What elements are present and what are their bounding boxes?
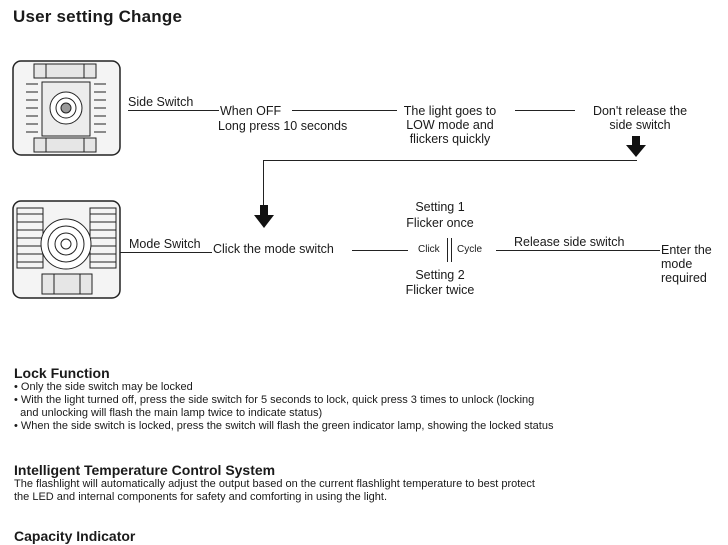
cycle-bracket xyxy=(447,238,448,262)
return-line xyxy=(263,160,264,205)
capacity-heading: Capacity Indicator xyxy=(14,528,136,544)
setting-2-text: Setting 2 xyxy=(415,268,465,282)
connector-line xyxy=(515,110,575,111)
mode-switch-device-illustration xyxy=(12,200,121,299)
cycle-text: Cycle xyxy=(457,244,483,255)
connector-line xyxy=(352,250,408,251)
release-side-switch-text: Release side switch xyxy=(514,235,625,249)
lock-function-heading: Lock Function xyxy=(14,365,110,381)
light-goes-text-1: The light goes to xyxy=(403,104,497,118)
light-goes-text-3: flickers quickly xyxy=(409,132,491,146)
page-title: User setting Change xyxy=(13,7,183,26)
leader-line xyxy=(128,110,203,111)
lock-bullet-2b: and unlocking will flash the main lamp t… xyxy=(14,407,323,419)
dont-release-text-1: Don't release the xyxy=(592,104,688,118)
leader-line xyxy=(120,252,212,253)
when-off-text: When OFF xyxy=(220,104,282,118)
side-switch-label: Side Switch xyxy=(128,95,194,109)
click-mode-switch-text: Click the mode switch xyxy=(213,242,334,256)
lock-bullet-3: • When the side switch is locked, press … xyxy=(14,420,554,432)
connector-line xyxy=(496,250,660,251)
temperature-body: The flashlight will automatically adjust… xyxy=(14,478,719,504)
light-goes-text-2: LOW mode and xyxy=(406,118,494,132)
enter-mode-text-1: Enter the xyxy=(661,243,712,257)
click-text: Click xyxy=(418,244,440,255)
enter-mode-text-3: required xyxy=(661,271,707,285)
temperature-heading: Intelligent Temperature Control System xyxy=(14,462,276,478)
flicker-once-text: Flicker once xyxy=(406,216,474,230)
lock-bullet-2a: • With the light turned off, press the s… xyxy=(14,394,535,406)
temperature-line-2: the LED and internal components for safe… xyxy=(14,491,387,503)
cycle-bracket xyxy=(451,238,452,262)
temperature-line-1: The flashlight will automatically adjust… xyxy=(14,478,535,490)
flicker-twice-text: Flicker twice xyxy=(405,283,475,297)
lock-bullet-1: • Only the side switch may be locked xyxy=(14,381,193,393)
connector-line xyxy=(292,110,397,111)
down-arrow-icon xyxy=(626,136,646,157)
down-arrow-icon xyxy=(254,205,274,228)
dont-release-text-2: side switch xyxy=(609,118,671,132)
side-switch-device-illustration xyxy=(12,60,121,156)
enter-mode-text-2: mode xyxy=(661,257,693,271)
long-press-text: Long press 10 seconds xyxy=(218,119,348,133)
lock-function-body: • Only the side switch may be locked • W… xyxy=(14,381,719,433)
connector-line xyxy=(203,110,219,111)
mode-switch-label: Mode Switch xyxy=(129,237,201,251)
setting-1-text: Setting 1 xyxy=(415,200,465,214)
return-line xyxy=(263,160,637,161)
